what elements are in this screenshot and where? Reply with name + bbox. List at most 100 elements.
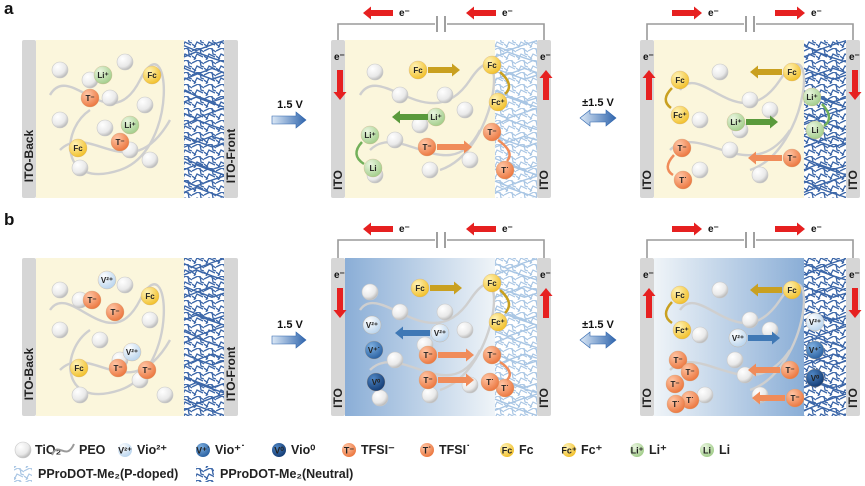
tfsi-transport-arrow bbox=[752, 391, 785, 405]
electron-label: e⁻ bbox=[399, 224, 410, 235]
tio2-particle bbox=[51, 321, 69, 339]
ito-back-electrode bbox=[22, 258, 36, 416]
tio2-particle bbox=[51, 61, 69, 79]
pprodot-neutral-layer-strand bbox=[803, 175, 847, 187]
legend-item-peo: PEO bbox=[51, 443, 106, 457]
vio2-ion-circle bbox=[362, 315, 382, 335]
pprodot-neutral-layer-strand bbox=[183, 67, 225, 80]
tio2-particle bbox=[711, 63, 729, 81]
electron-label: e⁻ bbox=[811, 8, 822, 19]
tfsi-anion: T⁻ bbox=[668, 350, 688, 370]
electron-flow-arrow bbox=[333, 288, 347, 318]
electron-label: e⁻ bbox=[811, 224, 822, 235]
legend-label: TFSI⁻ bbox=[361, 443, 395, 457]
curved-arrow bbox=[499, 360, 512, 381]
fc-ion-circle bbox=[782, 62, 802, 82]
tio2-particle bbox=[101, 89, 119, 107]
fc-oxidation-arrow bbox=[428, 63, 460, 77]
ito-front-electrode-label: ITO bbox=[846, 388, 860, 408]
tfsi-anion: T⁻ bbox=[780, 360, 800, 380]
pprodot-neutral-layer-strand bbox=[803, 135, 847, 148]
legend-item-li-plus: Li⁺Li⁺ bbox=[630, 443, 667, 457]
tfsi-anion-label: T⁻ bbox=[115, 138, 124, 147]
vio2-ion: V²⁺ bbox=[97, 270, 117, 290]
tfsi-anion-label: T⁻ bbox=[423, 376, 432, 385]
pprodot-pdoped-layer-strand bbox=[494, 157, 538, 171]
li-plus-icon-text: Li⁺ bbox=[631, 446, 644, 456]
tfsi-radical-label: T˙ bbox=[679, 176, 687, 185]
tfsi-anion-circle bbox=[782, 148, 802, 168]
vio2-ion-circle bbox=[728, 328, 748, 348]
electron-flow-arrow bbox=[466, 6, 496, 20]
vio1-ion-label: V⁺˙ bbox=[368, 346, 380, 355]
tfsi-anion-circle bbox=[418, 345, 438, 365]
vio2-ion-label: V²⁺ bbox=[809, 318, 821, 327]
tfsi-anion-label: T⁻ bbox=[85, 94, 94, 103]
pprodot-neutral-layer-strand bbox=[183, 325, 225, 338]
curved-arrow bbox=[664, 301, 673, 325]
pprodot-neutral-layer-strand bbox=[803, 157, 847, 171]
tfsi-anion-label: T⁻ bbox=[142, 366, 151, 375]
tfsi-anion-circle bbox=[482, 345, 502, 365]
tfsi-radical: T˙ bbox=[495, 378, 515, 398]
tfsi-anion-circle bbox=[680, 362, 700, 382]
pprodot-neutral-layer-strand bbox=[803, 118, 847, 131]
vio2-ion-circle bbox=[97, 270, 117, 290]
curved-arrow bbox=[355, 141, 365, 166]
tfsi-anion-label: T⁻ bbox=[422, 143, 431, 152]
electron-flow-arrow bbox=[333, 70, 347, 100]
li-plus-ion: Li⁺ bbox=[726, 112, 746, 132]
tfsi-anion: T⁻ bbox=[482, 345, 502, 365]
vio2-ion-label: V²⁺ bbox=[101, 276, 113, 285]
electron-label: e⁻ bbox=[502, 8, 513, 19]
legend-label: Vio⁺˙ bbox=[215, 443, 245, 457]
pprodot-pdoped-layer-strand bbox=[494, 393, 538, 405]
vio2-ion: V²⁺ bbox=[728, 328, 748, 348]
pprodot-pdoped-layer-strand bbox=[494, 353, 538, 366]
electron-label: e⁻ bbox=[849, 270, 860, 281]
tio2-particle bbox=[726, 351, 744, 369]
pprodot-neutral-layer-strand bbox=[183, 51, 225, 63]
tfsi-radical: T˙ bbox=[666, 394, 686, 414]
pprodot-pdoped-layer-strand bbox=[494, 39, 538, 52]
fc-reduction-arrow bbox=[750, 65, 782, 79]
tfsi-anion: T⁻ bbox=[110, 132, 130, 152]
fc-reduction-arrow bbox=[750, 283, 782, 297]
li-icon bbox=[700, 443, 714, 457]
peo-icon bbox=[51, 443, 75, 456]
pprodot-neutral-layer-strand bbox=[803, 285, 847, 299]
ito-back-electrode-label: ITO bbox=[331, 388, 345, 408]
vio1-ion: V⁺˙ bbox=[805, 340, 825, 360]
curved-arrow bbox=[497, 138, 511, 162]
li-atom-label: Li bbox=[369, 164, 376, 173]
vio1-ion-label: V⁺˙ bbox=[809, 346, 821, 355]
li-transport-arrow bbox=[392, 110, 428, 124]
pprodot-neutral-layer-strand bbox=[183, 308, 225, 321]
electron-flow-arrow bbox=[466, 222, 496, 236]
fc-plus-ion-label: Fc⁺ bbox=[675, 326, 689, 335]
fc-plus-icon-text: Fc⁺ bbox=[561, 446, 577, 456]
electron-flow-arrow bbox=[775, 222, 805, 236]
fc-ion-circle bbox=[68, 138, 88, 158]
electron-flow-arrow bbox=[363, 222, 393, 236]
tfsi-transport-arrow bbox=[748, 363, 780, 377]
forward-arrow bbox=[271, 331, 307, 349]
vio-transport-arrow bbox=[395, 326, 430, 340]
vio0-icon-text: V⁰ bbox=[274, 446, 284, 456]
legend-item-tfsi-anion: T⁻TFSI⁻ bbox=[342, 443, 395, 457]
tfsi-anion-circle bbox=[668, 350, 688, 370]
pprodot-neutral-layer-fill bbox=[184, 258, 224, 416]
legend-label: Li bbox=[719, 443, 730, 457]
circuit-wire-right bbox=[447, 23, 545, 40]
tfsi-anion-label: T⁻ bbox=[673, 356, 682, 365]
voltage-arrow: ±1.5 V bbox=[579, 319, 617, 349]
pprodot-pdoped-layer-strand bbox=[494, 336, 538, 349]
tfsi-radical: T˙ bbox=[673, 170, 693, 190]
pprodot-neutral-layer-strand bbox=[803, 51, 847, 63]
pprodot-neutral-layer-strand bbox=[183, 164, 225, 176]
li-plus-ion-label: Li⁺ bbox=[730, 118, 741, 127]
pprodot-neutral-layer bbox=[183, 257, 225, 417]
tfsi-anion-circle bbox=[482, 122, 502, 142]
